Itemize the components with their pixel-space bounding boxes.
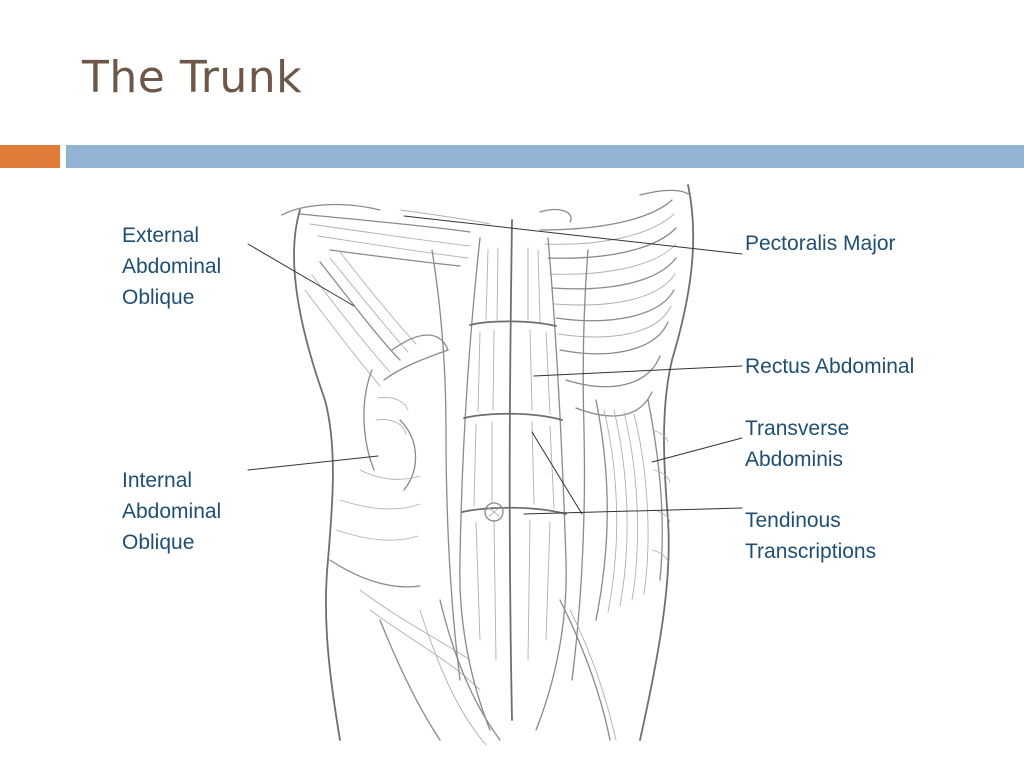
slide-title: The Trunk bbox=[82, 52, 303, 103]
label-tendinous-transcriptions: Tendinous Transcriptions bbox=[745, 509, 877, 563]
transverse-abdominis-fibers bbox=[559, 399, 671, 741]
leader-rectus-abdominal bbox=[533, 365, 743, 377]
rib-cage bbox=[539, 199, 677, 417]
leader-external-oblique bbox=[247, 243, 355, 307]
torso-outline bbox=[281, 184, 695, 741]
leader-tendinous-2 bbox=[531, 431, 583, 515]
label-external-oblique: External Abdominal Oblique bbox=[122, 224, 222, 309]
internal-oblique-fibers bbox=[329, 419, 481, 691]
leader-tendinous-1 bbox=[523, 507, 743, 515]
label-pectoralis-major: Pectoralis Major bbox=[745, 232, 896, 255]
pectoral-fibers bbox=[299, 209, 491, 267]
leader-internal-oblique bbox=[247, 455, 379, 471]
label-rectus-abdominal: Rectus Abdominal bbox=[745, 355, 915, 378]
lower-abdominal-sheath bbox=[379, 599, 501, 746]
accent-bar-orange bbox=[0, 145, 60, 168]
label-transverse-abdominis: Transverse Abdominis bbox=[745, 417, 850, 471]
label-internal-oblique: Internal Abdominal Oblique bbox=[122, 469, 222, 554]
leader-lines bbox=[247, 215, 743, 515]
leader-pectoralis-major bbox=[403, 215, 743, 255]
leader-transverse-abdominis bbox=[651, 437, 743, 463]
accent-bar-blue bbox=[66, 145, 1024, 168]
external-oblique-fibers bbox=[304, 251, 449, 471]
rectus-abdominis bbox=[431, 219, 589, 731]
